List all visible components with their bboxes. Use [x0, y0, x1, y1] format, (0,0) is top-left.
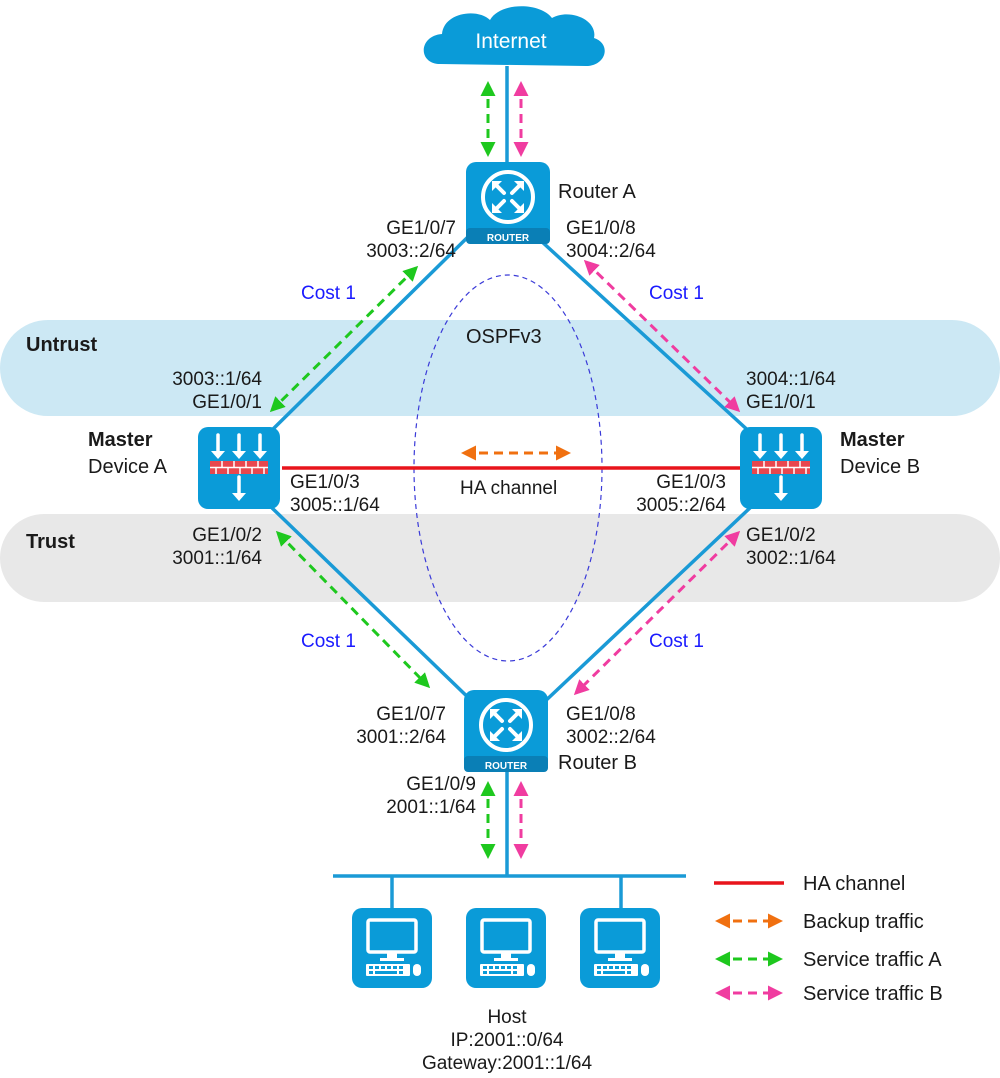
device-b-ha-ip: 3005::2/64 — [636, 495, 726, 516]
device-a-ha-if: GE1/0/3 — [290, 472, 360, 493]
device-b-down-if: GE1/0/2 — [746, 525, 816, 546]
host-gateway: Gateway:2001::1/64 — [422, 1053, 592, 1074]
legend-service-b-label: Service traffic B — [803, 983, 943, 1005]
router-a-right-ip: 3004::2/64 — [566, 241, 656, 262]
cost-lower-right: Cost 1 — [649, 631, 704, 652]
device-a-down-ip: 3001::1/64 — [172, 548, 262, 569]
untrust-zone-label: Untrust — [26, 334, 97, 356]
router-a-left-ip: 3003::2/64 — [366, 241, 456, 262]
device-b-up-ip: 3004::1/64 — [746, 369, 836, 390]
router-a-right-if: GE1/0/8 — [566, 218, 636, 239]
trust-zone-label: Trust — [26, 531, 75, 553]
router-b-name: Router B — [558, 752, 637, 774]
legend: HA channel Backup traffic Service traffi… — [714, 873, 943, 1005]
legend-ha-channel-label: HA channel — [803, 873, 905, 895]
device-a-ha-ip: 3005::1/64 — [290, 495, 380, 516]
ospf-label: OSPFv3 — [466, 326, 542, 348]
host-pc-icon-left — [350, 906, 434, 990]
router-b-icon — [462, 688, 550, 774]
ha-channel-label: HA channel — [460, 478, 557, 499]
router-a-name: Router A — [558, 181, 636, 203]
legend-service-a-label: Service traffic A — [803, 949, 942, 971]
service-b-arrow-lower — [573, 530, 741, 696]
service-b-arrow-upper — [583, 259, 741, 413]
device-a-name: Device A — [88, 456, 168, 478]
host-pc-icon-center — [464, 906, 548, 990]
service-a-arrow-lower — [275, 530, 431, 689]
cost-upper-left: Cost 1 — [301, 283, 356, 304]
device-b-down-ip: 3002::1/64 — [746, 548, 836, 569]
router-a-left-if: GE1/0/7 — [386, 218, 456, 239]
router-b-right-if: GE1/0/8 — [566, 704, 636, 725]
legend-backup-traffic-label: Backup traffic — [803, 911, 924, 933]
router-a-icon — [464, 160, 552, 246]
cost-lower-left: Cost 1 — [301, 631, 356, 652]
device-a-up-if: GE1/0/1 — [192, 392, 262, 413]
router-b-right-ip: 3002::2/64 — [566, 727, 656, 748]
router-b-left-ip: 3001::2/64 — [356, 727, 446, 748]
device-b-ha-if: GE1/0/3 — [656, 472, 726, 493]
host-ip: IP:2001::0/64 — [450, 1030, 563, 1051]
service-a-arrow-upper — [269, 265, 419, 413]
device-a-down-if: GE1/0/2 — [192, 525, 262, 546]
host-pc-icon-right — [578, 906, 662, 990]
router-b-down-if: GE1/0/9 — [406, 774, 476, 795]
device-a-up-ip: 3003::1/64 — [172, 369, 262, 390]
device-b-role: Master — [840, 429, 905, 451]
device-b-up-if: GE1/0/1 — [746, 392, 816, 413]
internet-label: Internet — [475, 30, 546, 53]
device-a-role: Master — [88, 429, 153, 451]
device-b-name: Device B — [840, 456, 920, 478]
cost-upper-right: Cost 1 — [649, 283, 704, 304]
device-b-firewall-icon — [738, 425, 824, 511]
router-b-down-ip: 2001::1/64 — [386, 797, 476, 818]
device-a-firewall-icon — [196, 425, 282, 511]
host-name: Host — [487, 1007, 527, 1028]
router-b-left-if: GE1/0/7 — [376, 704, 446, 725]
internet-cloud-icon: Internet — [423, 6, 605, 66]
trust-zone-band — [0, 514, 1000, 602]
untrust-zone-band — [0, 320, 1000, 416]
